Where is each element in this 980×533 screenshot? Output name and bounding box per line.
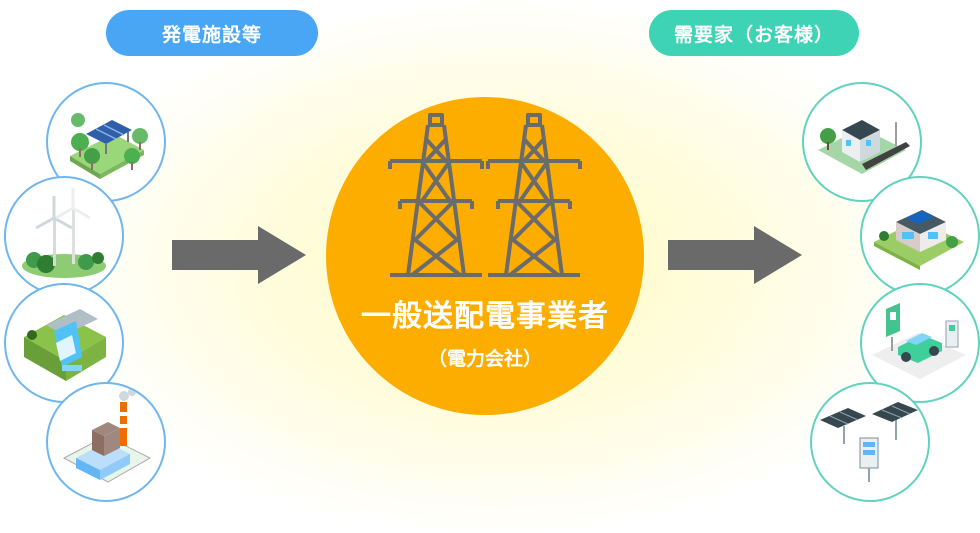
solar-panel-array-icon [810,382,930,502]
flow-arrow-left [172,226,306,284]
thermal-power-plant-icon [46,382,166,502]
transmission-tower-icon [388,113,582,277]
solar-farm-icon [46,82,166,202]
transmission-operator-hub: 一般送配電事業者 （電力会社） [326,97,644,415]
modern-house-icon [860,176,980,296]
hub-subtitle: （電力会社） [427,348,542,370]
generation-facilities-label: 発電施設等 [106,10,318,56]
hub-title: 一般送配電事業者 [361,299,609,334]
flow-arrow-right [668,226,802,284]
consumers-label: 需要家（お客様） [649,10,859,56]
wind-turbine-icon [4,176,124,296]
